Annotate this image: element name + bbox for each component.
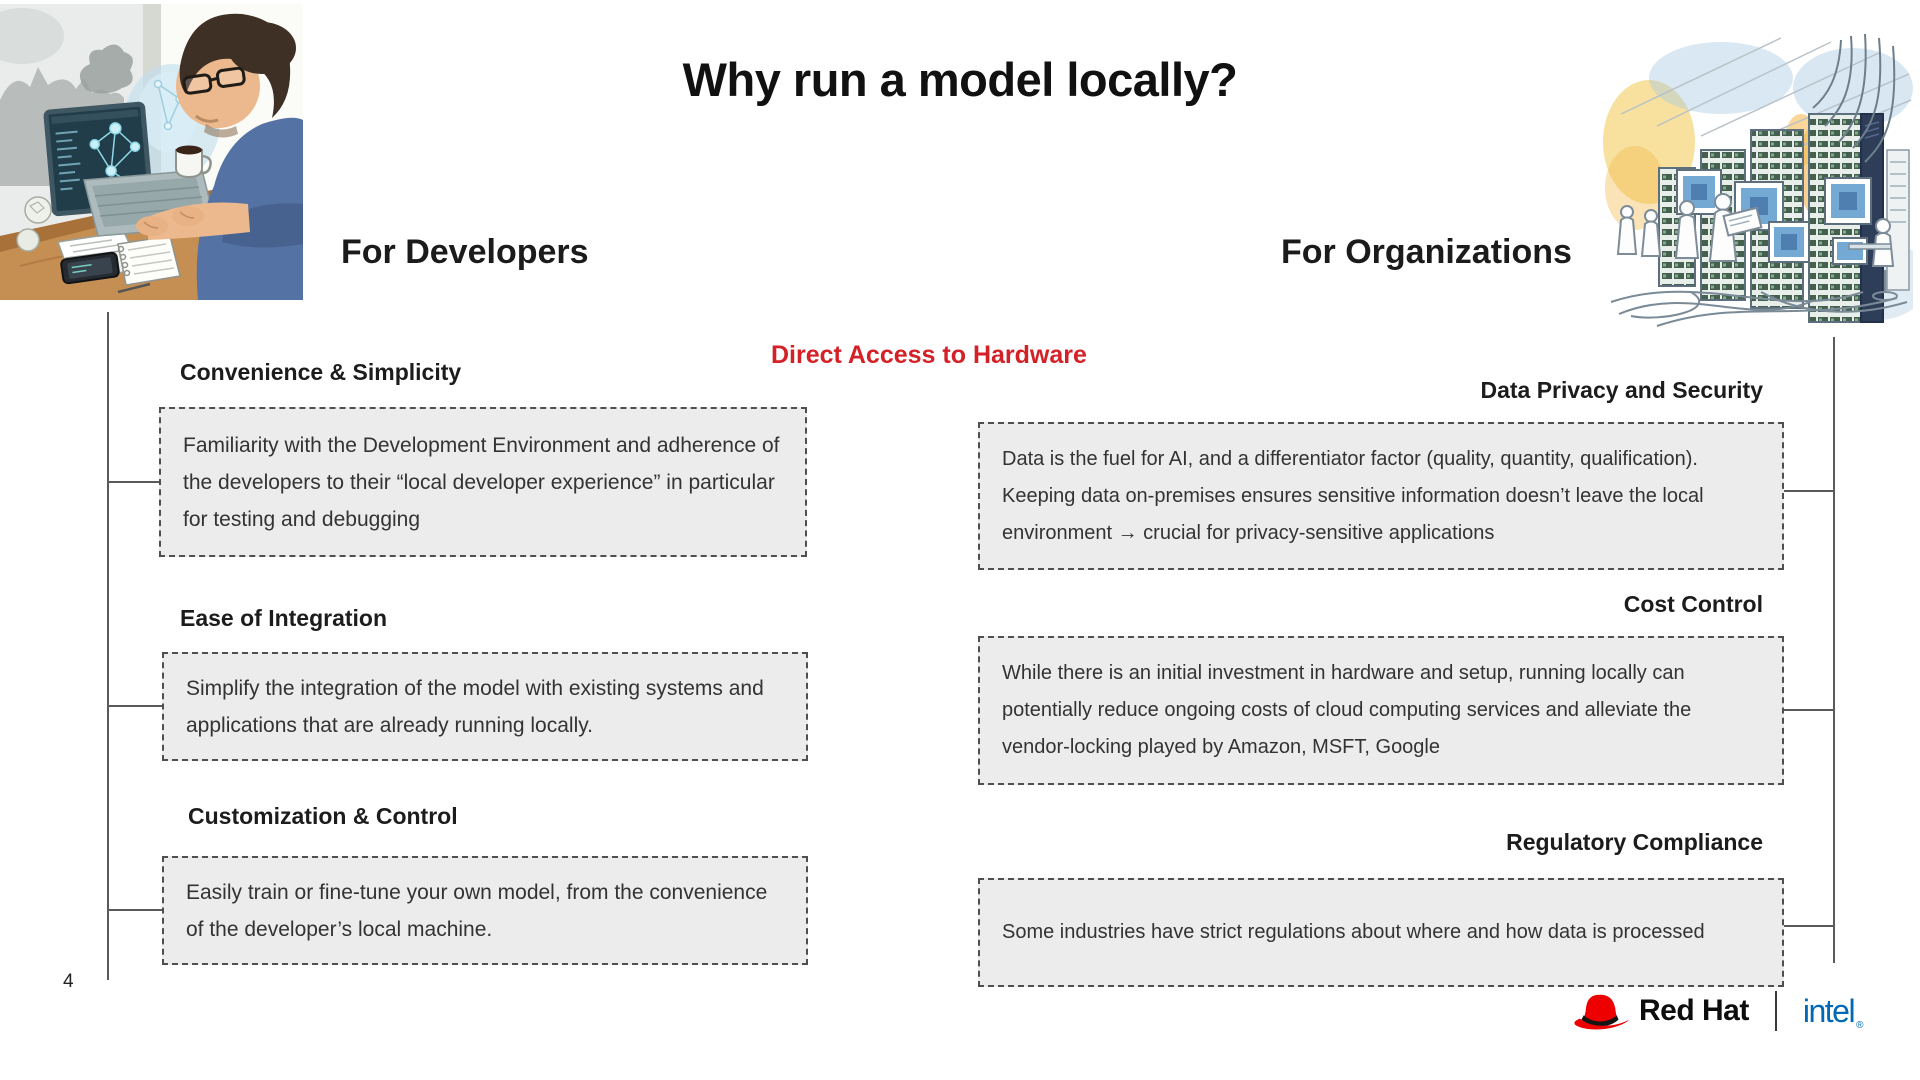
org-note-compliance: Some industries have strict regulations … — [978, 878, 1784, 987]
dev-note-customization: Easily train or fine-tune your own model… — [162, 856, 808, 965]
org-item-title-privacy: Data Privacy and Security — [1480, 377, 1763, 403]
note-text: Data is the fuel for AI, and a different… — [1002, 447, 1704, 544]
logo-divider — [1774, 991, 1777, 1031]
connector-line — [1783, 925, 1833, 927]
connector-line — [107, 909, 166, 911]
connector-line — [1783, 490, 1833, 492]
organizations-bracket-line — [1833, 337, 1835, 963]
datacenter-illustration — [1601, 30, 1913, 336]
org-note-cost: While there is an initial investment in … — [978, 636, 1784, 785]
redhat-logo-text: Red Hat — [1639, 994, 1749, 1027]
dev-item-title-customization: Customization & Control — [188, 803, 458, 829]
org-item-title-compliance: Regulatory Compliance — [1506, 829, 1763, 855]
connector-line — [107, 481, 164, 483]
dev-note-integration: Simplify the integration of the model wi… — [162, 652, 808, 761]
organizations-heading: For Organizations — [1281, 233, 1572, 271]
dev-item-title-convenience: Convenience & Simplicity — [180, 359, 462, 385]
connector-line — [107, 705, 166, 707]
note-text: Familiarity with the Development Environ… — [183, 433, 780, 531]
redhat-fedora-icon — [1574, 994, 1629, 1030]
dev-item-title-integration: Ease of Integration — [180, 605, 388, 631]
footer-logos: Red Hat intel ® — [1571, 986, 1863, 1036]
org-note-privacy: Data is the fuel for AI, and a different… — [978, 422, 1784, 570]
dev-note-convenience: Familiarity with the Development Environ… — [159, 407, 807, 557]
intel-registered-mark: ® — [1856, 1020, 1864, 1031]
note-text: Simplify the integration of the model wi… — [186, 676, 764, 737]
note-text: Easily train or fine-tune your own model… — [186, 880, 768, 941]
note-text: While there is an initial investment in … — [1002, 662, 1692, 758]
note-text: Some industries have strict regulations … — [1002, 921, 1705, 943]
page-number: 4 — [63, 971, 74, 992]
developer-illustration — [0, 4, 303, 300]
intel-logo-text: intel — [1802, 992, 1856, 1029]
connector-line — [1783, 709, 1833, 711]
developers-bracket-line — [107, 312, 109, 980]
org-item-title-cost: Cost Control — [1623, 591, 1763, 617]
page-title: Why run a model locally? — [682, 53, 1238, 106]
developers-heading: For Developers — [341, 233, 589, 271]
hardware-callout: Direct Access to Hardware — [771, 341, 1087, 369]
